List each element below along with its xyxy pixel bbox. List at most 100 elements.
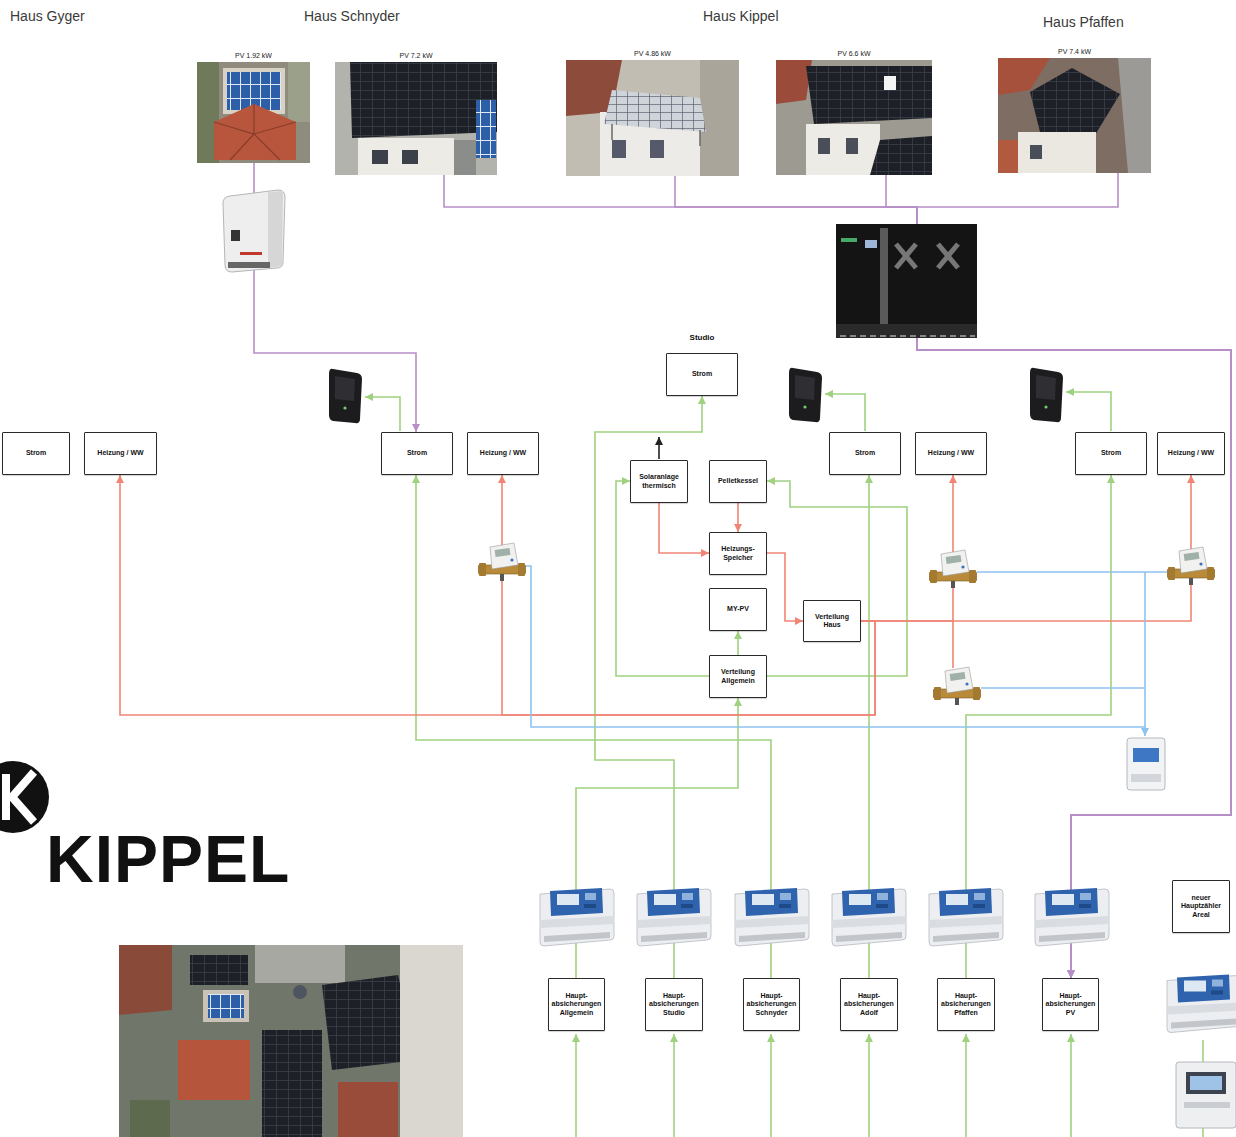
hybrid-inverter [865,240,877,248]
pv-photo-schnyder [476,100,496,158]
flow-connector [767,481,907,676]
process-box: Heizung / WW [1157,432,1225,475]
process-box: Pelletkessel [709,460,767,503]
pv-photo-kippel [612,124,700,146]
process-box: Strom [829,432,901,475]
node-label: MY-PV [727,605,749,613]
node-label: Haupt- absicherungen Pfaffen [940,992,992,1017]
wallbox [329,369,362,423]
pv-photo-schnyder [335,62,497,175]
node-label: Verteilung Haus [806,613,858,630]
node-label: Haupt- absicherungen Adolf [843,992,895,1017]
flow-connector [861,475,953,621]
process-box: Heizungs- Speicher [709,532,767,575]
aerial-photo [400,945,463,1137]
wallbox [789,368,822,422]
pv-photo-kippel-2 [884,76,896,90]
din-device [1131,774,1161,782]
aerial-photo [119,945,463,1137]
flow-connector [737,503,739,532]
pv-photo-gyger [197,62,310,163]
pv-photo-kippel-2 [846,138,858,154]
hybrid-inverter [880,228,888,332]
flow-connector [659,503,709,553]
pv-photo: PV 4.86 kW [566,60,739,176]
flow-connector [502,475,875,715]
pv-wire [673,1034,675,1137]
pv-wire [365,397,400,431]
aerial-photo [119,945,463,1137]
pv-photo-schnyder [358,138,454,175]
pv-photo-pfaffen [998,140,1018,173]
node-heading: PV 4.86 kW [634,50,671,57]
process-box: Heizung / WW [84,432,157,475]
pv-wire [770,1034,772,1137]
aerial-photo [262,1030,322,1137]
pv-photo: PV 7.4 kW [998,58,1151,173]
aerial-photo [178,1040,250,1100]
electricity-meter [832,888,906,946]
node-label: Heizung / WW [1168,449,1214,457]
node-label: Haupt- absicherungen PV [1045,992,1096,1017]
node-label: Pelletkessel [718,477,758,485]
pv-photo-schnyder [350,62,497,138]
process-box: MY-PV [709,588,767,631]
heat-meter [929,550,977,588]
pv-photo-pfaffen [1030,145,1042,159]
flow-connector [120,475,875,715]
node-label: neuer Hauptzähler Areal [1175,894,1227,919]
pv-photo-gyger [214,104,296,160]
node-heading: PV 7.4 kW [1058,48,1091,55]
logo-icon [0,761,49,833]
electricity-meter [735,888,809,946]
electricity-meter [540,888,614,946]
pv-wire [1066,392,1111,431]
hybrid-inverter [938,244,958,268]
house-name: Haus Schnyder [304,9,400,23]
node-heading: PV 6.6 kW [837,50,870,57]
node-label: Heizung / WW [480,449,526,457]
pv-photo-gyger [288,62,310,122]
pv-photo-kippel-2 [818,138,830,154]
pv-photo-pfaffen [1018,132,1096,173]
node-heading: PV 1.92 kW [235,52,272,59]
process-box: Haupt- absicherungen Pfaffen [937,978,995,1031]
pv-photo-kippel-2 [806,124,880,175]
pv-wire [952,621,954,668]
inverter-unit [223,190,285,272]
din-device [1127,738,1165,790]
process-box: Haupt- absicherungen Studio [645,978,703,1031]
node-heading: PV 7.2 kW [399,52,432,59]
hybrid-inverter [896,244,916,268]
node-label: Heizung / WW [97,449,143,457]
node-label: Haupt- absicherungen Schnyder [746,992,797,1017]
pv-wire [1070,1034,1072,1137]
node-label: Heizungs- Speicher [712,545,764,562]
node-label: Strom [407,449,427,457]
process-box: Strom [381,432,453,475]
hybrid-inverter [836,324,977,338]
aerial-photo [119,945,172,1015]
logo-icon [6,772,34,822]
process-box: neuer Hauptzähler Areal [1172,880,1230,933]
process-box: Strom [2,432,70,475]
node-label: Verteilung Allgemein [712,668,764,685]
process-box: Heizung / WW [915,432,987,475]
process-box: Haupt- absicherungen Allgemein [548,978,605,1031]
main-meter [1184,1102,1230,1108]
pv-wire [1202,1040,1204,1062]
main-meter [1176,1062,1236,1128]
pv-photo-kippel [650,140,664,158]
hybrid-inverter [836,224,977,334]
node-label: Heizung / WW [928,449,974,457]
pv-photo-kippel-2 [776,60,932,175]
node-label: Haupt- absicherungen Studio [648,992,700,1017]
aerial-photo [208,994,244,1018]
aerial-photo [255,945,345,983]
inverter-unit [268,191,283,268]
process-box: Verteilung Allgemein [709,655,767,698]
process-box: Strom [1075,432,1147,475]
